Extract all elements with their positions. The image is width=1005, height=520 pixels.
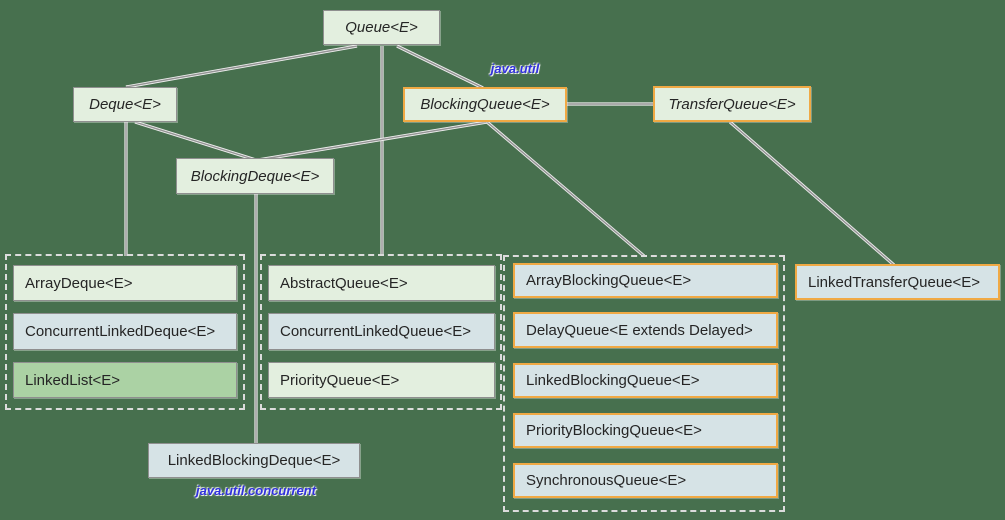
- edge-blockingqueue-blockingdeque: [257, 120, 488, 162]
- class-linked-transfer-queue: LinkedTransferQueue<E>: [795, 264, 1000, 300]
- interface-blocking-deque: BlockingDeque<E>: [176, 158, 334, 194]
- class-concurrent-linked-queue: ConcurrentLinkedQueue<E>: [268, 313, 495, 350]
- class-array-deque: ArrayDeque<E>: [13, 265, 237, 301]
- interface-transfer-queue: TransferQueue<E>: [653, 86, 811, 122]
- class-concurrent-linked-deque: ConcurrentLinkedDeque<E>: [13, 313, 237, 350]
- class-priority-queue: PriorityQueue<E>: [268, 362, 495, 398]
- class-synchronous-queue: SynchronousQueue<E>: [513, 463, 778, 498]
- edge-deque-blockingdeque: [134, 120, 257, 162]
- class-linked-blocking-queue: LinkedBlockingQueue<E>: [513, 363, 778, 398]
- deque-implementations-group: [5, 254, 245, 410]
- class-linked-blocking-deque: LinkedBlockingDeque<E>: [148, 443, 360, 478]
- blocking-queue-implementations-group: [503, 255, 785, 512]
- package-label-java-util: java.util: [490, 61, 540, 76]
- class-array-blocking-queue: ArrayBlockingQueue<E>: [513, 263, 778, 298]
- class-linked-list: LinkedList<E>: [13, 362, 237, 398]
- edge-blockingqueue-blockinggroup: [485, 120, 646, 258]
- class-delay-queue: DelayQueue<E extends Delayed>: [513, 312, 778, 348]
- class-priority-blocking-queue: PriorityBlockingQueue<E>: [513, 413, 778, 448]
- edge-transferqueue-linkedtransferqueue: [728, 120, 896, 267]
- edge-queue-blockingqueue: [396, 44, 484, 90]
- interface-blocking-queue: BlockingQueue<E>: [403, 87, 567, 122]
- package-label-java-util-concurrent: java.util.concurrent: [196, 483, 316, 498]
- queue-implementations-group: [260, 254, 502, 410]
- interface-deque: Deque<E>: [73, 87, 177, 122]
- edge-queue-deque: [125, 44, 358, 89]
- class-abstract-queue: AbstractQueue<E>: [268, 265, 495, 301]
- interface-queue: Queue<E>: [323, 10, 440, 45]
